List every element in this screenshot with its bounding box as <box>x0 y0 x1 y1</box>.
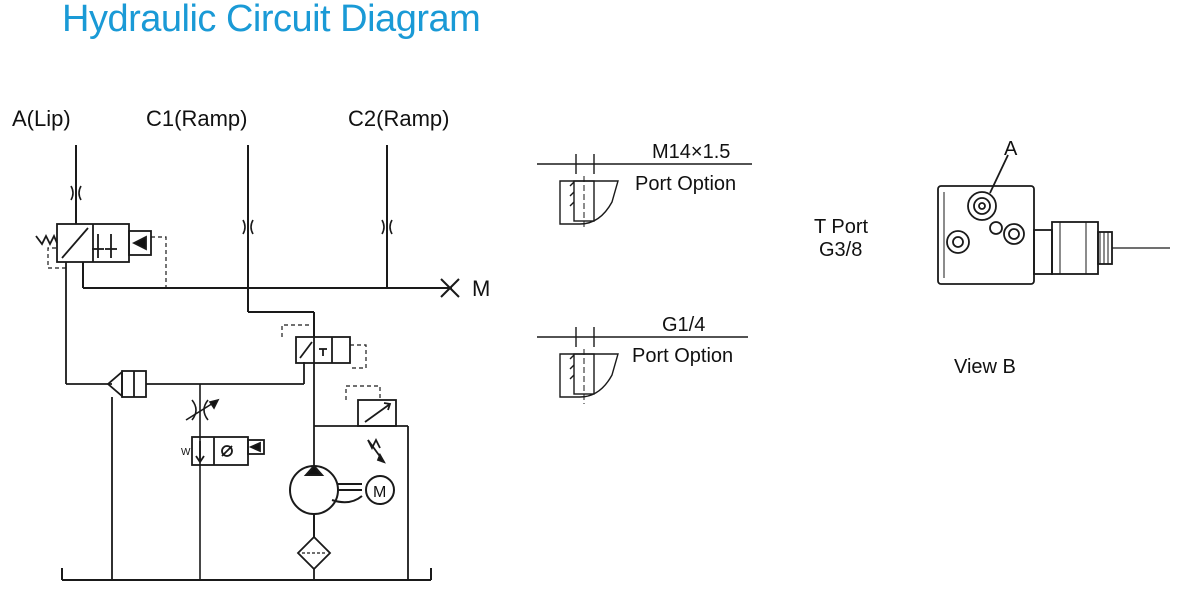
port-m-cross <box>440 278 460 298</box>
directional-valve <box>281 324 367 470</box>
port-option-detail-2 <box>537 327 748 404</box>
spring-w1-label: W <box>181 447 191 458</box>
solenoid-valve-a <box>35 223 167 384</box>
tank <box>61 568 432 581</box>
port-c1-label: C1(Ramp) <box>146 106 247 131</box>
orifice-c2 <box>381 219 393 235</box>
port-option-detail-1 <box>537 154 752 230</box>
check-valve-block: W <box>181 436 265 466</box>
port-a-label: A(Lip) <box>12 106 71 131</box>
port-c2-label: C2(Ramp) <box>348 106 449 131</box>
page-title: Hydraulic Circuit Diagram <box>62 0 481 40</box>
m14-label: M14×1.5 <box>652 141 730 163</box>
filter <box>296 535 332 580</box>
g38-label: G3/8 <box>819 239 862 261</box>
port-m-label: M <box>472 276 490 301</box>
g14-label: G1/4 <box>662 314 705 336</box>
motor-label: M <box>373 484 386 501</box>
shuttle-valve <box>66 362 305 580</box>
view-a-label: A <box>1004 138 1018 160</box>
flow-control <box>185 384 220 580</box>
orifice-a <box>70 185 82 201</box>
view-b-label: View B <box>954 356 1016 378</box>
pump <box>289 464 363 537</box>
orifice-c1 <box>242 219 254 235</box>
relief-valve <box>314 385 409 580</box>
port-option-1-label: Port Option <box>635 173 736 195</box>
motor: M <box>365 475 395 505</box>
main-lines <box>75 145 452 337</box>
port-option-2-label: Port Option <box>632 345 733 367</box>
valve-block-view <box>937 154 1170 285</box>
t-port-label: T Port <box>814 216 869 238</box>
